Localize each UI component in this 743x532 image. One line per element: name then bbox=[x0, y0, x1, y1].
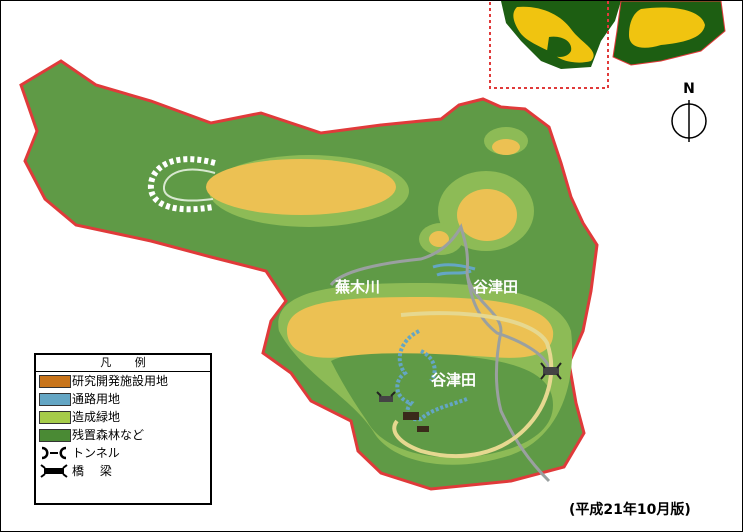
map-legend: 凡 例 研究開発施設用地 通路用地 造成緑地 残置森林など トンネル bbox=[34, 353, 212, 505]
inset-highlight-box bbox=[489, 1, 609, 89]
legend-item: 橋 梁 bbox=[36, 462, 210, 480]
legend-item: 通路用地 bbox=[36, 390, 210, 408]
version-date: (平成21年10月版) bbox=[569, 502, 691, 518]
map-label-yatsuda-north: 谷津田 bbox=[473, 278, 519, 296]
inset-map bbox=[489, 1, 726, 89]
terrace-area bbox=[492, 139, 520, 155]
bridge-icon bbox=[540, 362, 562, 380]
terrace-area bbox=[206, 159, 396, 215]
map-label-yatsuda-south: 谷津田 bbox=[431, 371, 477, 389]
stream-network bbox=[395, 329, 468, 422]
swatch-orange bbox=[39, 375, 71, 388]
compass-icon bbox=[671, 100, 707, 142]
legend-item-label: 残置森林など bbox=[72, 428, 145, 442]
swatch-light-green bbox=[39, 411, 71, 424]
legend-item: トンネル bbox=[36, 444, 210, 462]
terrace-area bbox=[457, 189, 517, 241]
stream-network bbox=[432, 263, 476, 277]
legend-item: 残置森林など bbox=[36, 426, 210, 444]
swatch-blue bbox=[39, 393, 71, 406]
swatch-dark-green bbox=[39, 429, 71, 442]
north-arrow: N bbox=[667, 81, 711, 147]
bridge-icon bbox=[40, 464, 68, 478]
bridge-icon bbox=[376, 391, 396, 402]
legend-item-label: トンネル bbox=[72, 446, 120, 460]
legend-item: 造成緑地 bbox=[36, 408, 210, 426]
terrace-area bbox=[429, 231, 449, 247]
legend-item-label: 造成緑地 bbox=[72, 410, 121, 424]
map-label-kaburagi-river: 蕪木川 bbox=[335, 278, 381, 296]
legend-item-label: 橋 梁 bbox=[72, 464, 112, 478]
legend-title: 凡 例 bbox=[36, 355, 210, 372]
tunnel-icon bbox=[41, 446, 67, 460]
legend-item-label: 通路用地 bbox=[72, 392, 121, 406]
legend-item: 研究開発施設用地 bbox=[36, 372, 210, 390]
legend-item-label: 研究開発施設用地 bbox=[72, 374, 169, 388]
terrace-area bbox=[287, 297, 554, 358]
bridge-icon bbox=[417, 426, 429, 432]
north-label: N bbox=[683, 81, 695, 97]
road-gray bbox=[329, 223, 551, 483]
dashed-old-road bbox=[162, 168, 216, 202]
bridge-icon bbox=[403, 412, 419, 420]
road-loop bbox=[392, 311, 554, 459]
